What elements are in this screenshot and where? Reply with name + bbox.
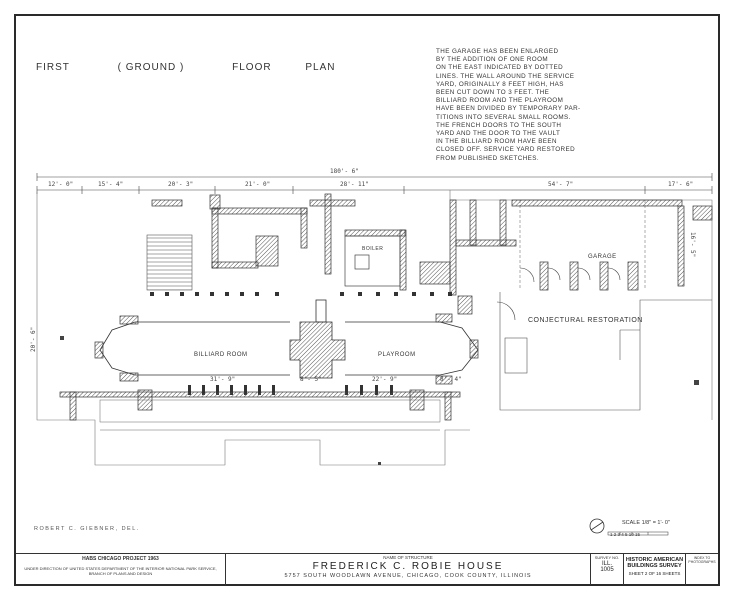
note-line: TITIONS INTO SEVERAL SMALL ROOMS.	[436, 113, 571, 121]
label-boiler: BOILER	[362, 246, 384, 252]
note-line: THE GARAGE HAS BEEN ENLARGED	[436, 48, 559, 55]
habs-line-1: HISTORIC AMERICAN	[625, 557, 684, 563]
dim-bottom-2: 8'- 5"	[300, 376, 322, 383]
dim-top-2: 15'- 4"	[98, 181, 124, 188]
habs-project: HABS CHICAGO PROJECT 1963	[82, 556, 159, 562]
note-line: BY THE ADDITION OF ONE ROOM	[436, 56, 549, 64]
title-word-first: FIRST	[36, 62, 70, 73]
note-line: BEEN CUT DOWN TO 3 FEET. THE	[436, 89, 550, 97]
survey-number: 1005	[600, 566, 614, 573]
title-word-plan: PLAN	[305, 62, 336, 73]
note-line: HAVE BEEN DIVIDED BY TEMPORARY PAR-	[436, 105, 581, 113]
drawing-title: FIRST ( GROUND ) FLOOR PLAN	[36, 62, 335, 73]
south-terrace-wall	[59, 389, 461, 421]
billiard-room-walls	[99, 321, 290, 376]
drawing-sheet-border	[14, 14, 720, 586]
agency-text: UNDER DIRECTION OF UNITED STATES DEPARTM…	[24, 565, 217, 576]
column-marks	[60, 336, 699, 465]
structure-address: 5757 SOUTH WOODLAWN AVENUE, CHICAGO, COO…	[284, 572, 532, 579]
service-yard-outline	[499, 292, 712, 411]
playroom-bays	[435, 295, 479, 385]
title-block-habs: HISTORIC AMERICAN BUILDINGS SURVEY SHEET…	[624, 554, 686, 585]
drafter-signature: ROBERT C. GIEBNER, DEL.	[34, 526, 140, 532]
habs-line-2: BUILDINGS SURVEY	[627, 563, 682, 569]
note-line: YARD, ORIGINALLY 8 FEET HIGH, HAS	[436, 80, 564, 88]
structure-name: FREDERICK C. ROBIE HOUSE	[312, 560, 504, 572]
restoration-notes: THE GARAGE HAS BEEN ENLARGED BY THE ADDI…	[436, 48, 691, 163]
dim-bottom-4: 8'- 4"	[440, 376, 462, 383]
playroom-walls	[345, 321, 479, 376]
note-line: LINES. THE WALL AROUND THE SERVICE	[436, 72, 575, 80]
note-line: BILLIARD ROOM AND THE PLAYROOM	[436, 97, 564, 105]
north-arrow	[589, 518, 605, 534]
scale-caption: SCALE 1/8" = 1'- 0" 1 2 3 4 5 10 15	[610, 520, 670, 537]
scale-ticks: 1 2 3 4 5 10 15	[610, 532, 641, 537]
dim-top-7: 17'- 6"	[668, 181, 694, 188]
note-line: ON THE EAST INDICATED BY DOTTED	[436, 64, 564, 72]
garage-door-swings	[496, 267, 621, 321]
boiler-room-outline	[344, 235, 401, 287]
scale-bar	[607, 531, 669, 536]
overall-dimension-line	[36, 173, 713, 194]
title-word-floor: FLOOR	[232, 62, 272, 73]
title-block: HABS CHICAGO PROJECT 1963 UNDER DIRECTIO…	[16, 553, 718, 585]
terrace-outline	[99, 399, 441, 431]
dim-top-6: 54'- 7"	[548, 181, 574, 188]
dim-bottom-1: 31'- 9"	[210, 376, 236, 383]
name-caption: NAME OF STRUCTURE	[383, 555, 433, 560]
label-garage: GARAGE	[588, 254, 617, 260]
dim-top-3: 20'- 3"	[168, 181, 194, 188]
note-line: CLOSED OFF. SERVICE YARD RESTORED	[436, 146, 576, 154]
dim-right: 16'- 5"	[689, 232, 696, 258]
dim-overall: 180'- 6"	[330, 168, 359, 175]
note-line: THE FRENCH DOORS TO THE SOUTH	[436, 121, 562, 129]
title-block-agency: HABS CHICAGO PROJECT 1963 UNDER DIRECTIO…	[16, 554, 226, 585]
note-line: FROM PUBLISHED SKETCHES.	[436, 154, 540, 162]
title-word-ground: ( GROUND )	[117, 62, 185, 73]
scale-text: SCALE 1/8" = 1'- 0"	[622, 520, 670, 526]
label-billiard-room: BILLIARD ROOM	[194, 352, 248, 358]
dim-top-5: 28'- 11"	[340, 181, 369, 188]
title-block-corner: INDEX TO PHOTOGRAPHS	[686, 554, 718, 585]
billiard-room-bays	[94, 315, 139, 382]
central-chimney	[289, 299, 346, 379]
survey-state: ILL.	[601, 560, 612, 567]
dim-top-1: 12'- 0"	[48, 181, 74, 188]
note-line: IN THE BILLIARD ROOM HAVE BEEN	[436, 138, 557, 146]
sheet-count: SHEET 2 OF 16 SHEETS	[628, 571, 681, 576]
label-playroom: PLAYROOM	[378, 352, 416, 358]
dim-top-4: 21'- 0"	[245, 181, 271, 188]
staircase	[146, 234, 193, 291]
corner-caption: INDEX TO PHOTOGRAPHS	[688, 556, 716, 564]
pier-row	[150, 292, 452, 296]
note-line: YARD AND THE DOOR TO THE VAULT	[436, 130, 561, 138]
label-conjectural-restoration: CONJECTURAL RESTORATION	[528, 317, 643, 324]
main-walls	[151, 193, 713, 296]
survey-caption: SURVEY NO.	[594, 555, 620, 560]
title-block-structure: NAME OF STRUCTURE FREDERICK C. ROBIE HOU…	[226, 554, 591, 585]
dim-left: 20'- 6"	[30, 326, 37, 352]
title-block-survey: SURVEY NO. ILL. 1005	[591, 554, 624, 585]
dim-bottom-3: 22'- 9"	[372, 376, 398, 383]
south-piers	[188, 385, 393, 395]
